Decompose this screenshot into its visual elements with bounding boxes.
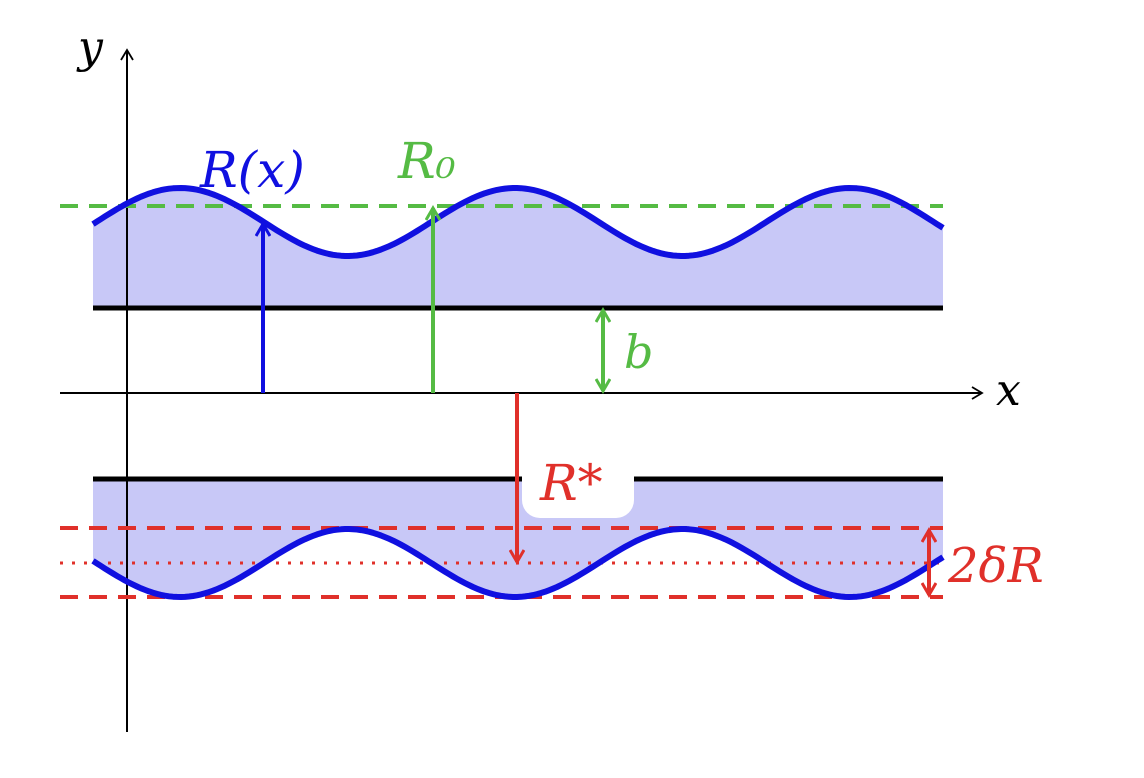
R-star-label-backdrop [522,452,634,518]
upper-wavy-wall [91,185,945,259]
y-axis-label: y [76,22,104,73]
b-label: b [624,325,653,379]
upper-wall-fill [93,188,943,308]
delta-R-label: 2δR [947,538,1044,594]
R-x-label: R(x) [199,141,305,199]
x-axis-label: x [996,365,1021,416]
lower-wavy-wall [91,526,945,600]
R0-label: R₀ [397,132,456,190]
R-star-label: R* [539,454,603,512]
